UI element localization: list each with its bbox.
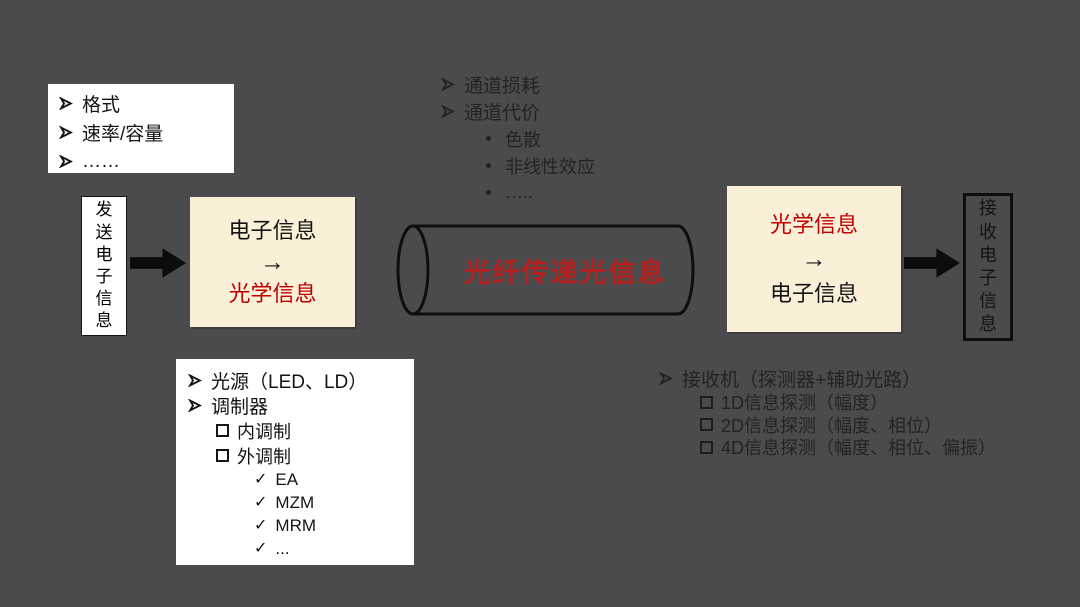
list-item-label: 调制器 — [211, 397, 269, 418]
fiber-label: 光纤传递光信息 — [463, 258, 667, 288]
arrow-bullet-icon — [59, 97, 73, 110]
square-bullet-icon — [216, 424, 229, 437]
list-item: 4D信息探测（幅度、相位、偏振） — [659, 436, 996, 459]
arrow-bullet-icon — [188, 374, 202, 387]
eo-bottom-label: 光学信息 — [228, 281, 317, 306]
down-conversion-arrow: → — [801, 245, 827, 273]
list-item: ….. — [441, 179, 595, 206]
list-item: ✓ MRM — [188, 514, 414, 537]
oe-top-label: 光学信息 — [769, 212, 858, 237]
list-item-label: EA — [275, 469, 299, 489]
check-icon: ✓ — [254, 493, 268, 511]
square-bullet-icon — [216, 449, 229, 462]
dot-bullet-icon — [486, 163, 491, 168]
eo-top-label: 电子信息 — [228, 218, 317, 243]
square-bullet-icon — [700, 418, 713, 432]
down-conversion-arrow: → — [260, 248, 285, 276]
list-item-label: 通道代价 — [464, 103, 541, 124]
list-item: 格式 — [59, 89, 234, 118]
list-item: 通道代价 — [441, 98, 595, 125]
arrow-bullet-icon — [188, 399, 202, 412]
list-item: 外调制 — [188, 443, 414, 468]
square-bullet-icon — [700, 440, 713, 454]
receiver-detection-list: 接收机（探测器+辅助光路） 1D信息探测（幅度） 2D信息探测（幅度、相位） 4… — [659, 366, 996, 459]
list-item: 内调制 — [188, 418, 414, 443]
list-item-label: MZM — [275, 492, 315, 512]
list-item: 色散 — [441, 125, 595, 152]
fiber-cylinder-shape — [394, 222, 710, 323]
transmitter-components-box: 光源（LED、LD） 调制器 内调制 外调制 ✓ EA ✓ MZM ✓ MRM … — [176, 359, 414, 565]
list-item: 速率/容量 — [59, 118, 234, 147]
send-electronic-info-label: 发送电子信息 — [95, 200, 113, 331]
arrow-bullet-icon — [59, 126, 73, 139]
list-item-label: 2D信息探测（幅度、相位） — [721, 415, 943, 436]
list-item-label: 速率/容量 — [82, 124, 164, 145]
list-item-label: 光源（LED、LD） — [211, 372, 368, 393]
arrow-bullet-icon — [441, 105, 455, 118]
list-item: ✓ MZM — [188, 491, 414, 514]
receive-electronic-info-label: 接收电子信息 — [979, 198, 997, 335]
eo-conversion-box: 电子信息 → 光学信息 — [190, 197, 355, 327]
list-item-label: 外调制 — [237, 446, 291, 467]
arrow-bullet-icon — [59, 155, 73, 168]
dot-bullet-icon — [486, 136, 491, 141]
check-icon: ✓ — [254, 470, 268, 488]
dot-bullet-icon — [486, 190, 491, 195]
list-item-label: 1D信息探测（幅度） — [721, 393, 889, 414]
list-item-label: 通道损耗 — [464, 76, 541, 97]
oe-conversion-box: 光学信息 → 电子信息 — [727, 186, 901, 332]
list-item-label: …… — [82, 150, 120, 172]
arrow-bullet-icon — [659, 372, 673, 385]
oe-bottom-label: 电子信息 — [769, 281, 858, 306]
list-item-label: 非线性效应 — [505, 156, 595, 177]
list-item-label: 格式 — [82, 95, 121, 116]
send-electronic-info-box: 发送电子信息 — [81, 196, 127, 336]
list-item: 非线性效应 — [441, 152, 595, 179]
list-item: 通道损耗 — [441, 71, 595, 98]
list-item: 2D信息探测（幅度、相位） — [659, 414, 996, 437]
list-item-label: 4D信息探测（幅度、相位、偏振） — [721, 438, 997, 459]
list-item-label: 接收机（探测器+辅助光路） — [682, 370, 922, 391]
right-arrow-icon — [130, 247, 187, 284]
list-item: …… — [59, 147, 234, 176]
arrow-bullet-icon — [441, 78, 455, 91]
right-arrow-icon — [904, 247, 961, 284]
list-item-label: 色散 — [505, 129, 541, 150]
list-item: 调制器 — [188, 393, 414, 418]
square-bullet-icon — [700, 395, 713, 409]
list-item-label: 内调制 — [237, 421, 291, 442]
list-item: 接收机（探测器+辅助光路） — [659, 366, 996, 391]
list-item: ✓ ... — [188, 537, 414, 560]
list-item: 光源（LED、LD） — [188, 368, 414, 393]
channel-list: 通道损耗 通道代价 色散 非线性效应 ….. — [441, 71, 595, 206]
check-icon: ✓ — [254, 539, 268, 557]
list-item: ✓ EA — [188, 468, 414, 491]
list-item-label: ... — [275, 538, 290, 558]
list-item: 1D信息探测（幅度） — [659, 391, 996, 414]
list-item-label: ….. — [505, 182, 534, 202]
check-icon: ✓ — [254, 516, 268, 534]
receive-electronic-info-box: 接收电子信息 — [963, 193, 1013, 341]
list-item-label: MRM — [275, 515, 317, 535]
format-rate-box: 格式 速率/容量 …… — [48, 84, 234, 173]
